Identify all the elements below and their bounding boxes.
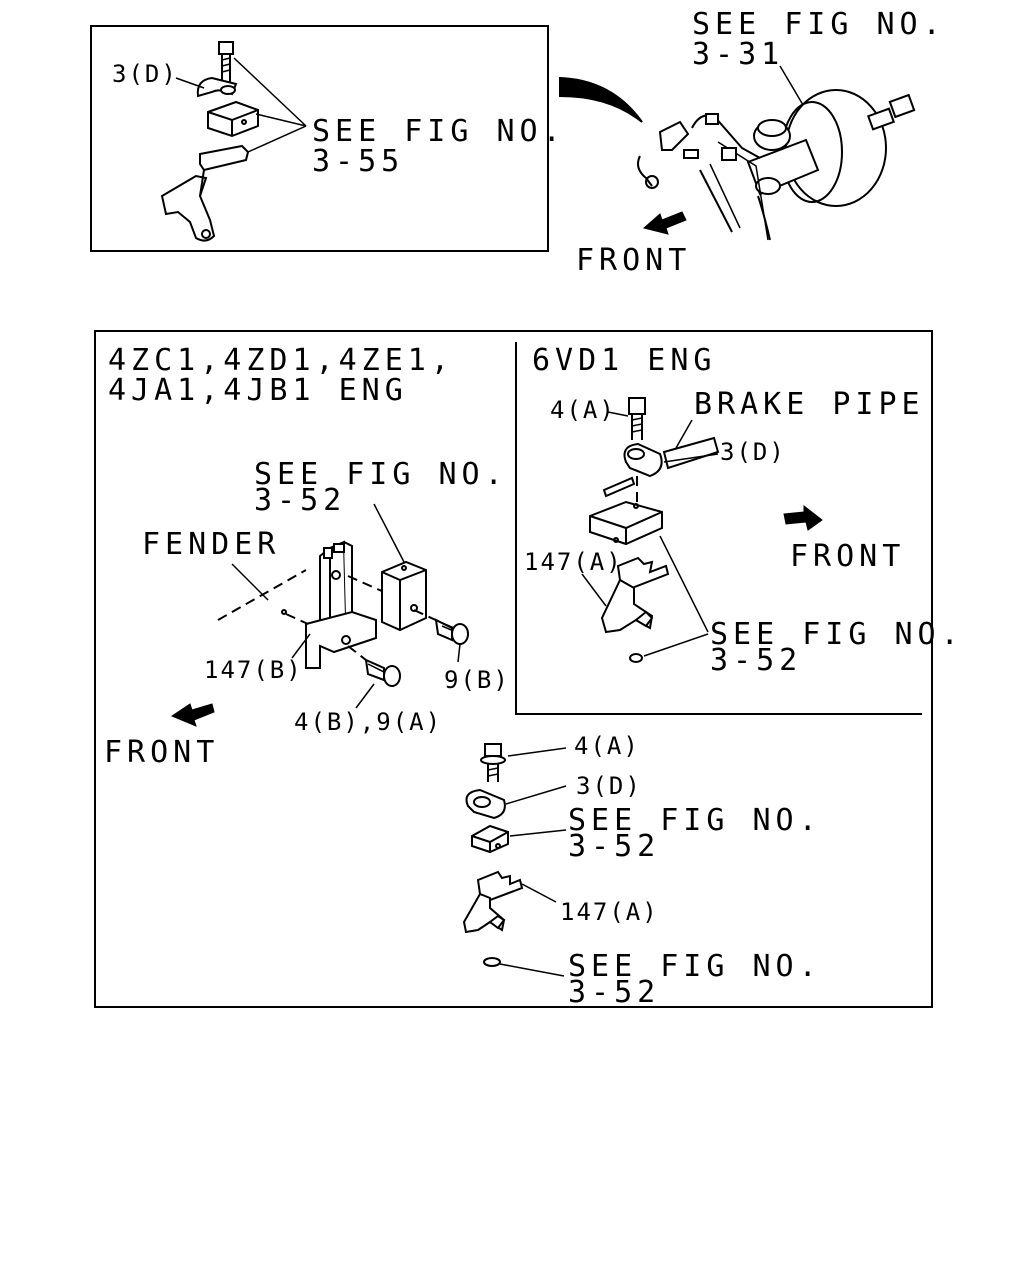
leader-inset-147a xyxy=(581,573,607,607)
align-line-2 xyxy=(285,613,309,625)
bracket-icon xyxy=(160,144,250,242)
leader-355-a xyxy=(233,57,307,127)
see-fig-352-left-line2: 3-52 xyxy=(254,483,346,518)
exploded-see-fig-a-line1: SEE FIG NO. xyxy=(568,803,822,838)
leader-brake-pipe xyxy=(675,419,693,449)
engine-line2: 4JA1,4JB1 ENG xyxy=(108,373,408,408)
inset-front-label: FRONT xyxy=(790,539,905,574)
leader-inset-3d xyxy=(663,453,719,463)
left-section: 4ZC1,4ZD1,4ZE1, 4JA1,4JB1 ENG SEE FIG NO… xyxy=(104,343,510,770)
label-147b: 147(B) xyxy=(204,656,303,684)
front-arrow-icon-inset xyxy=(783,504,823,531)
exploded-clip-icon xyxy=(465,788,506,820)
exploded-see-fig-b-line2: 3-52 xyxy=(568,975,660,1010)
exploded-bracket-147a-icon xyxy=(462,870,524,934)
exploded-bolt-icon xyxy=(480,743,506,782)
front-arrow-icon-left xyxy=(170,703,215,727)
inset-bolt-icon xyxy=(628,397,646,440)
leader-147b xyxy=(291,633,311,659)
leader-inset-352-a xyxy=(659,535,709,633)
leader-352-left xyxy=(373,503,405,563)
leader-exploded-352-a xyxy=(509,829,567,837)
label-4b9a: 4(B),9(A) xyxy=(294,708,442,736)
leader-4b9a xyxy=(355,683,375,709)
leader-3d-top xyxy=(175,77,205,89)
inset-label-147a: 147(A) xyxy=(524,548,623,576)
leader-exploded-352-b xyxy=(499,963,565,977)
see-fig-331-line2: 3-31 xyxy=(692,37,784,72)
exploded-label-4a: 4(A) xyxy=(574,732,640,760)
front-label-left: FRONT xyxy=(104,735,219,770)
fender-edge-line xyxy=(217,569,307,621)
see-fig-355-line2: 3-55 xyxy=(312,144,404,179)
leader-exploded-4a xyxy=(507,747,567,757)
fender-label: FENDER xyxy=(142,527,280,562)
inset-block-icon xyxy=(589,500,663,546)
exploded-label-147a: 147(A) xyxy=(560,898,659,926)
align-line-4 xyxy=(347,645,367,661)
inset-engine-label: 6VD1 ENG xyxy=(532,343,717,378)
brake-pipe-label: BRAKE PIPE xyxy=(694,387,925,422)
overview-bracket-icon xyxy=(637,113,737,189)
inset-clip-icon xyxy=(623,442,663,478)
bracket-147b-icon xyxy=(281,540,377,669)
brake-pipe-line-2 xyxy=(699,169,733,233)
master-cylinder-icon xyxy=(746,119,820,196)
inset-label-4a: 4(A) xyxy=(550,396,616,424)
top-detail-frame xyxy=(90,25,549,252)
leader-355-c xyxy=(247,125,307,153)
label-9b: 9(B) xyxy=(444,666,510,694)
inset-washer-icon xyxy=(629,653,643,663)
inset-frame xyxy=(515,342,922,715)
bolt-4b-icon xyxy=(364,658,401,687)
block-left-icon xyxy=(381,560,427,632)
label-3d-top: 3(D) xyxy=(112,60,178,88)
align-line-1 xyxy=(347,575,385,593)
inset-see-fig-line1: SEE FIG NO. xyxy=(710,617,964,652)
inset-strip-icon xyxy=(602,476,636,498)
pointer-arrow-icon xyxy=(559,76,643,123)
block-icon xyxy=(207,100,259,138)
leader-inset-352-b xyxy=(643,633,709,657)
engine-line1: 4ZC1,4ZD1,4ZE1, xyxy=(108,343,454,378)
exploded-parts: 4(A) 3(D) SEE FIG NO. 3-52 147(A) SEE xyxy=(462,732,822,1010)
inset-label-3d: 3(D) xyxy=(720,438,786,466)
inset-bracket-147a-icon xyxy=(600,556,670,634)
exploded-block-icon xyxy=(471,824,509,854)
inset-6vd1: 6VD1 ENG 4(A) BRAKE PIPE 3(D) xyxy=(515,342,964,715)
bolt-icon xyxy=(218,41,234,82)
front-arrow-icon-top xyxy=(642,211,687,235)
exploded-label-3d: 3(D) xyxy=(576,772,642,800)
leader-355-b xyxy=(255,113,307,127)
leader-exploded-147a xyxy=(521,883,557,903)
leader-exploded-3d xyxy=(505,785,567,805)
top-detail-panel: 3(D) SEE FIG NO. 3-55 xyxy=(90,25,566,252)
exploded-see-fig-a-line2: 3-52 xyxy=(568,829,660,864)
bolt-9b-icon xyxy=(434,618,469,645)
see-fig-331-line1: SEE FIG NO. xyxy=(692,7,946,42)
leader-331 xyxy=(779,65,807,111)
inset-see-fig-line2: 3-52 xyxy=(710,643,802,678)
brake-booster-icon xyxy=(781,89,916,207)
leader-inset-4a xyxy=(607,411,629,417)
exploded-washer-icon xyxy=(483,957,501,967)
exploded-see-fig-b-line1: SEE FIG NO. xyxy=(568,949,822,984)
overview-assembly: SEE FIG NO. 3-31 xyxy=(576,7,946,278)
brake-pipe-icon xyxy=(662,436,720,470)
see-fig-352-left-line1: SEE FIG NO. xyxy=(254,457,508,492)
see-fig-355-line1: SEE FIG NO. xyxy=(312,114,566,149)
brake-pipe-line-3 xyxy=(709,163,741,229)
leader-9b xyxy=(457,643,461,663)
main-panel-frame xyxy=(94,330,933,1008)
front-label-top: FRONT xyxy=(576,243,691,278)
